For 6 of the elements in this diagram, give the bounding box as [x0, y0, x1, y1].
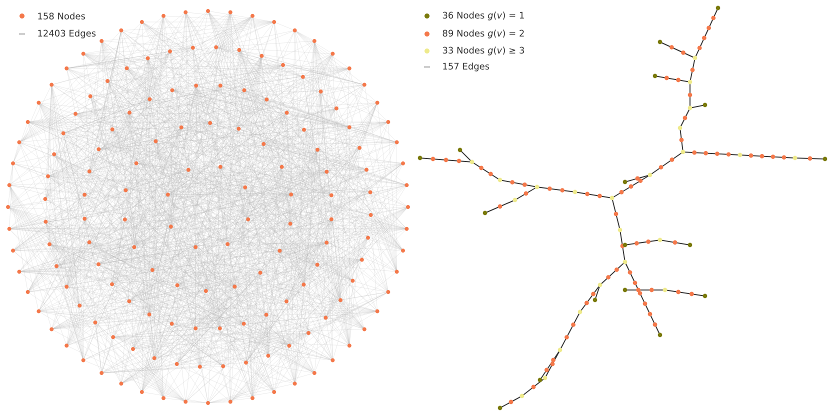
legend-label: 158 Nodes: [38, 12, 85, 20]
legend-label: 157 Edges: [443, 62, 490, 72]
legend-label: 12403 Edges: [38, 30, 96, 38]
legend-label: 33 Nodes g(v) ≥ 3: [442, 46, 524, 56]
legend-label: 36 Nodes g(v) = 1: [442, 12, 524, 20]
legend-label: 89 Nodes g(v) = 2: [442, 30, 524, 38]
